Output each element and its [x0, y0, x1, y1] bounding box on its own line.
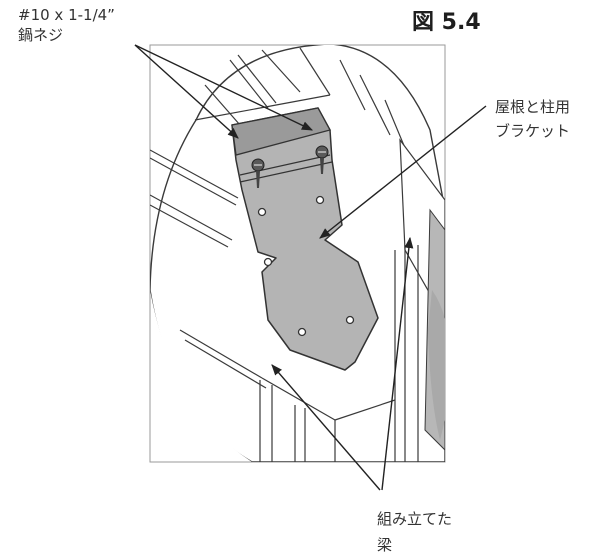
- screw-right: [315, 145, 329, 174]
- beam-label-line-2: 梁: [377, 536, 393, 554]
- detail-view: [150, 45, 445, 462]
- bracket-label-line-1: 屋根と柱用: [495, 98, 571, 116]
- screw-label-line-1: #10 x 1-1/4”: [18, 6, 115, 24]
- lower-shadow: [428, 290, 445, 440]
- bracket-holes: [257, 195, 355, 337]
- screw-left: [251, 158, 265, 188]
- beam-label-line-1: 組み立てた: [377, 510, 453, 528]
- bracket-plate: [231, 107, 379, 371]
- screw-callout-label: #10 x 1-1/4” 鍋ネジ: [18, 5, 115, 45]
- bracket-callout-label: 屋根と柱用 ブラケット: [495, 95, 570, 143]
- callout-arrows: [134, 44, 487, 491]
- bracket-label-line-2: ブラケット: [495, 122, 571, 140]
- bracket-flange: [231, 107, 331, 156]
- screw-label-line-2: 鍋ネジ: [18, 26, 64, 44]
- beam-callout-label: 組み立てた 梁: [377, 506, 452, 558]
- post-lines: [179, 245, 419, 462]
- roof-panels: [150, 47, 411, 248]
- figure-title: 図 5.4: [412, 10, 481, 35]
